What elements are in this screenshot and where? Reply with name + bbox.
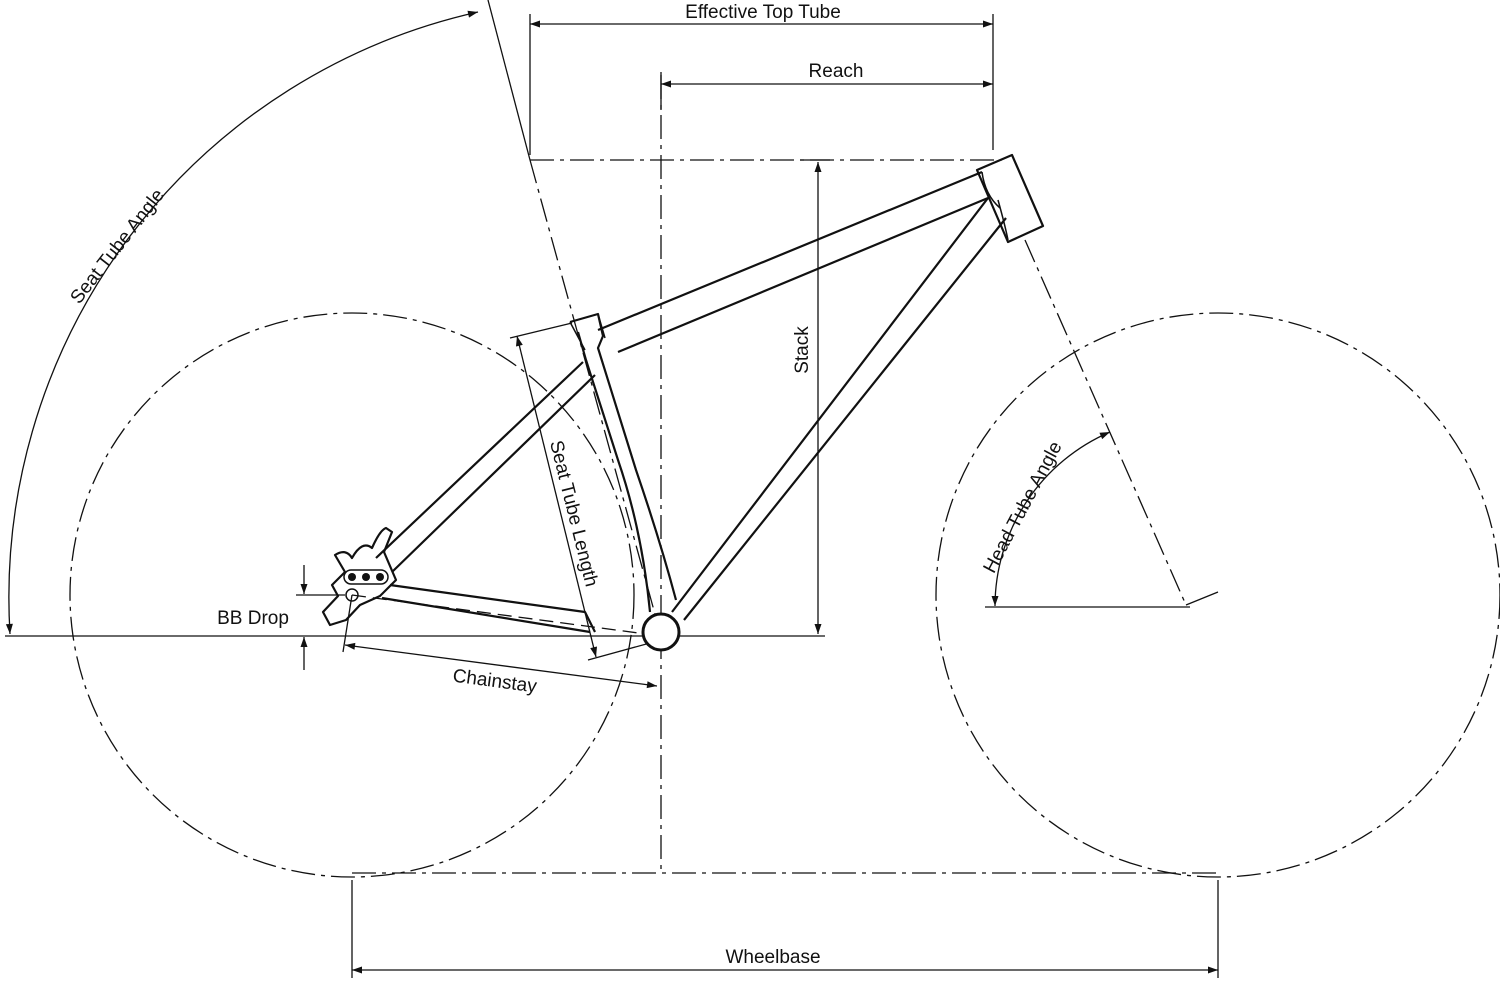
chainstay-dimension [344,642,658,689]
steering-axis-offset [1185,591,1219,606]
dropout-bolt-2 [362,573,370,581]
stack-label: Stack [792,326,813,374]
chainstay-label: Chainstay [451,666,538,698]
stl-extension-bottom [587,642,651,661]
head-tube-gusset [981,171,1009,241]
seat-tube-angle-label: Seat Tube Angle [66,185,168,308]
head-tube [975,153,1045,244]
seat-tube-length-dimension [515,335,598,658]
dropout-bolt-1 [348,573,356,581]
head-tube-angle-arc [991,431,1111,607]
chain-stay [381,583,596,634]
steering-axis-line [1024,239,1187,606]
wheelbase-label: Wheelbase [725,947,820,968]
front-wheel-outline [935,312,1500,878]
head-tube-angle-label: Head Tube Angle [980,438,1067,577]
dropout-bolt-3 [376,573,384,581]
rear-dropout [321,526,398,627]
down-tube [671,197,1007,621]
stl-extension-top [509,322,573,339]
top-tube [597,170,989,354]
chainstay-extension-left [342,594,353,653]
reach-label: Reach [809,61,864,82]
seat-tube-angle-arc [5,10,479,635]
effective-top-tube-label: Effective Top Tube [685,2,841,23]
seat-angle-reference [487,0,531,161]
bb-drop-label: BB Drop [217,608,289,629]
seat-tube [569,312,678,613]
bottom-bracket-shell [641,612,681,652]
